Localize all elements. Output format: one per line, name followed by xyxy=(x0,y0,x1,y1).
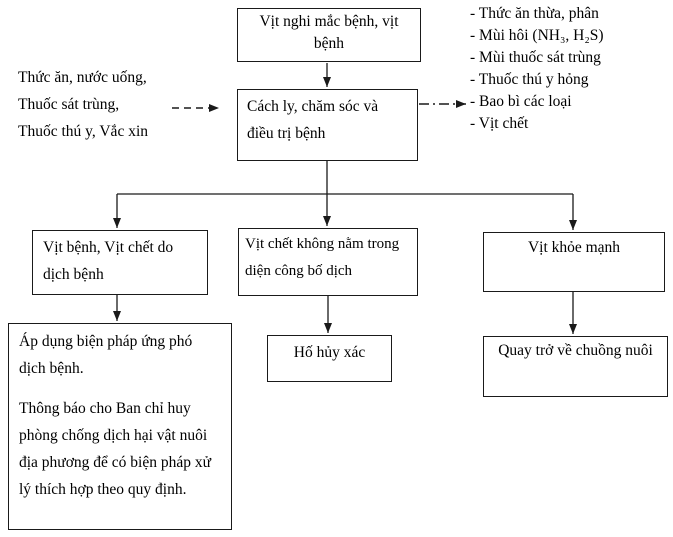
box-sick-dead-epidemic-label: Vịt bệnh, Vịt chết do dịch bệnh xyxy=(43,239,174,283)
box-carcass-pit-label: Hố hủy xác xyxy=(293,344,366,361)
box-healthy-duck: Vịt khỏe mạnh xyxy=(483,232,665,292)
box-isolate-treat-label: Cách ly, chăm sóc và điều trị bệnh xyxy=(247,98,379,142)
box-dead-undeclared-label: Vịt chết không nằm trong diện công bố dị… xyxy=(245,236,400,279)
inputs-label-line-3: Thuốc thú y, Vắc xin xyxy=(18,123,149,140)
box-dead-undeclared: Vịt chết không nằm trong diện công bố dị… xyxy=(238,228,418,296)
outputs-list: - Thức ăn thừa, phân - Mùi hôi (NH₃, H₂S… xyxy=(470,3,604,135)
box-suspect-sick-duck: Vịt nghi mắc bệnh, vịt bệnh xyxy=(237,8,421,62)
inputs-label-line-2: Thuốc sát trùng, xyxy=(18,96,120,113)
box-epidemic-response-paragraph-1: Áp dụng biện pháp ứng phó dịch bệnh. xyxy=(19,333,193,377)
box-epidemic-response: Áp dụng biện pháp ứng phó dịch bệnh. Thô… xyxy=(8,323,232,530)
outputs-list-item-1: - Thức ăn thừa, phân xyxy=(470,5,599,22)
box-healthy-duck-label: Vịt khỏe mạnh xyxy=(527,239,621,256)
outputs-list-item-2: - Mùi hôi (NH₃, H₂S) xyxy=(470,27,604,44)
box-epidemic-response-paragraph-2: Thông báo cho Ban chỉ huy phòng chống dị… xyxy=(19,400,212,498)
outputs-list-item-3: - Mùi thuốc sát trùng xyxy=(470,49,601,66)
outputs-list-item-5: - Bao bì các loại xyxy=(470,93,572,110)
box-isolate-treat: Cách ly, chăm sóc và điều trị bệnh xyxy=(237,89,418,161)
box-carcass-pit: Hố hủy xác xyxy=(267,335,392,382)
inputs-label: Thức ăn, nước uống, Thuốc sát trùng, Thu… xyxy=(18,64,148,145)
outputs-list-item-6: - Vịt chết xyxy=(470,115,529,132)
inputs-label-line-1: Thức ăn, nước uống, xyxy=(18,69,147,86)
box-sick-dead-epidemic: Vịt bệnh, Vịt chết do dịch bệnh xyxy=(32,230,208,295)
box-suspect-sick-duck-label: Vịt nghi mắc bệnh, vịt bệnh xyxy=(259,13,399,52)
box-return-to-barn-label: Quay trở về chuồng nuôi xyxy=(498,342,653,359)
outputs-list-item-4: - Thuốc thú y hỏng xyxy=(470,71,589,88)
box-return-to-barn: Quay trở về chuồng nuôi xyxy=(483,336,668,397)
